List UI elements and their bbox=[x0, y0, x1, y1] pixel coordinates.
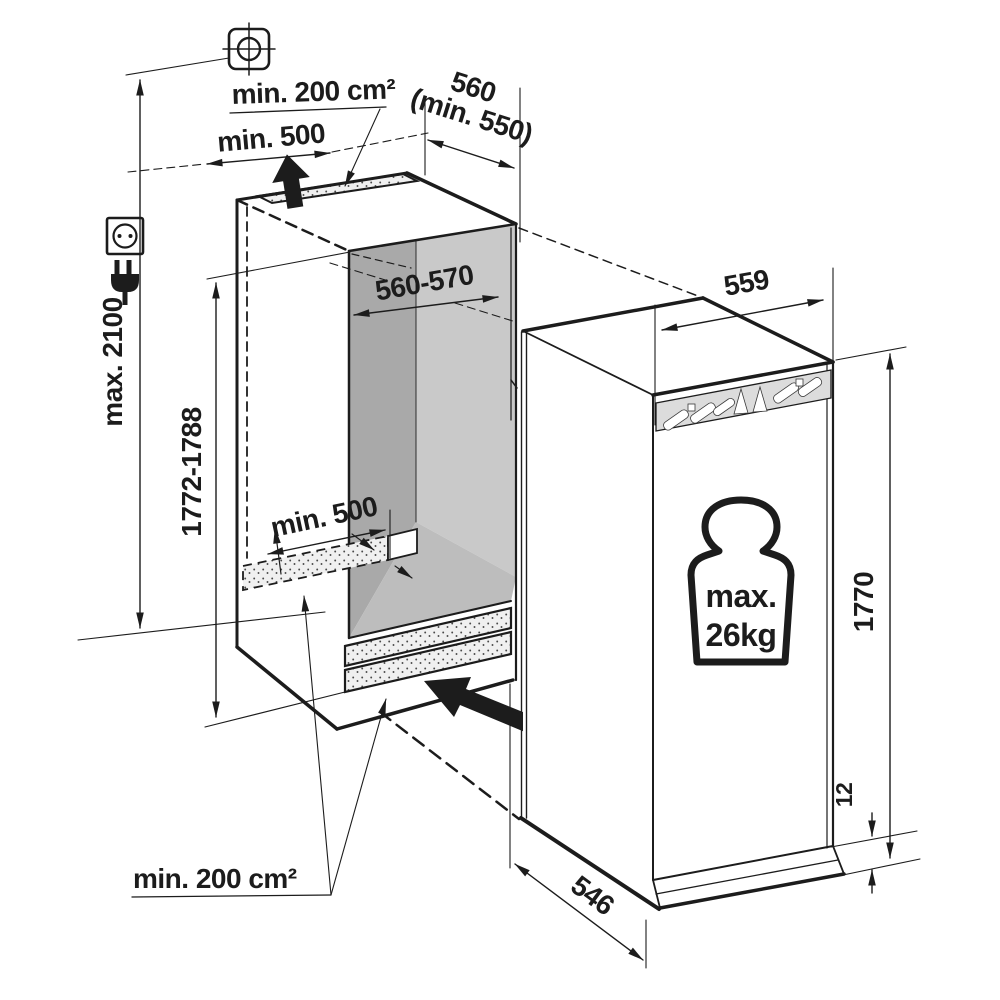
niche-bottom-vent-slots bbox=[343, 606, 513, 694]
label-top-vent-area: min. 200 cm² bbox=[229, 73, 396, 187]
niche-edges bbox=[235, 171, 518, 731]
projection-lines bbox=[378, 227, 699, 821]
top-vent-area-label: min. 200 cm² bbox=[231, 73, 396, 110]
dim-appliance-height: 1770 bbox=[835, 346, 907, 859]
dim-max-height: max. 2100 bbox=[77, 57, 326, 641]
power-plug-icon bbox=[111, 260, 139, 305]
max-height-label: max. 2100 bbox=[97, 297, 128, 426]
max-load-weight-icon: max. 26kg bbox=[687, 496, 795, 666]
label-bottom-vent-area: min. 200 cm² bbox=[131, 595, 387, 898]
base-gap-label: 12 bbox=[831, 783, 857, 808]
appliance-left-side-face bbox=[523, 331, 653, 880]
appliance-height-label: 1770 bbox=[848, 572, 879, 632]
appliance-width-label: 559 bbox=[721, 263, 771, 301]
top-clearance-label: min. 500 bbox=[216, 117, 326, 157]
dim-appliance-width: 559 bbox=[654, 263, 834, 426]
dim-niche-height: 1772-1788 bbox=[176, 251, 351, 728]
appliance: max. 26kg bbox=[519, 296, 846, 911]
airflow-up-arrow-icon bbox=[272, 154, 310, 209]
door-load-label-line1: max. bbox=[706, 578, 777, 614]
niche-height-label: 1772-1788 bbox=[176, 407, 207, 536]
bottom-vent-area-label: min. 200 cm² bbox=[133, 863, 297, 894]
dim-top-clearance: min. 500 bbox=[127, 117, 429, 173]
dim-base-gap: 12 bbox=[830, 783, 921, 894]
appliance-top-face bbox=[523, 298, 833, 395]
drill-template-icon bbox=[222, 22, 276, 76]
appliance-vent-grille bbox=[655, 369, 832, 432]
door-load-label-line2: 26kg bbox=[706, 617, 777, 653]
power-socket-icon bbox=[105, 216, 145, 256]
